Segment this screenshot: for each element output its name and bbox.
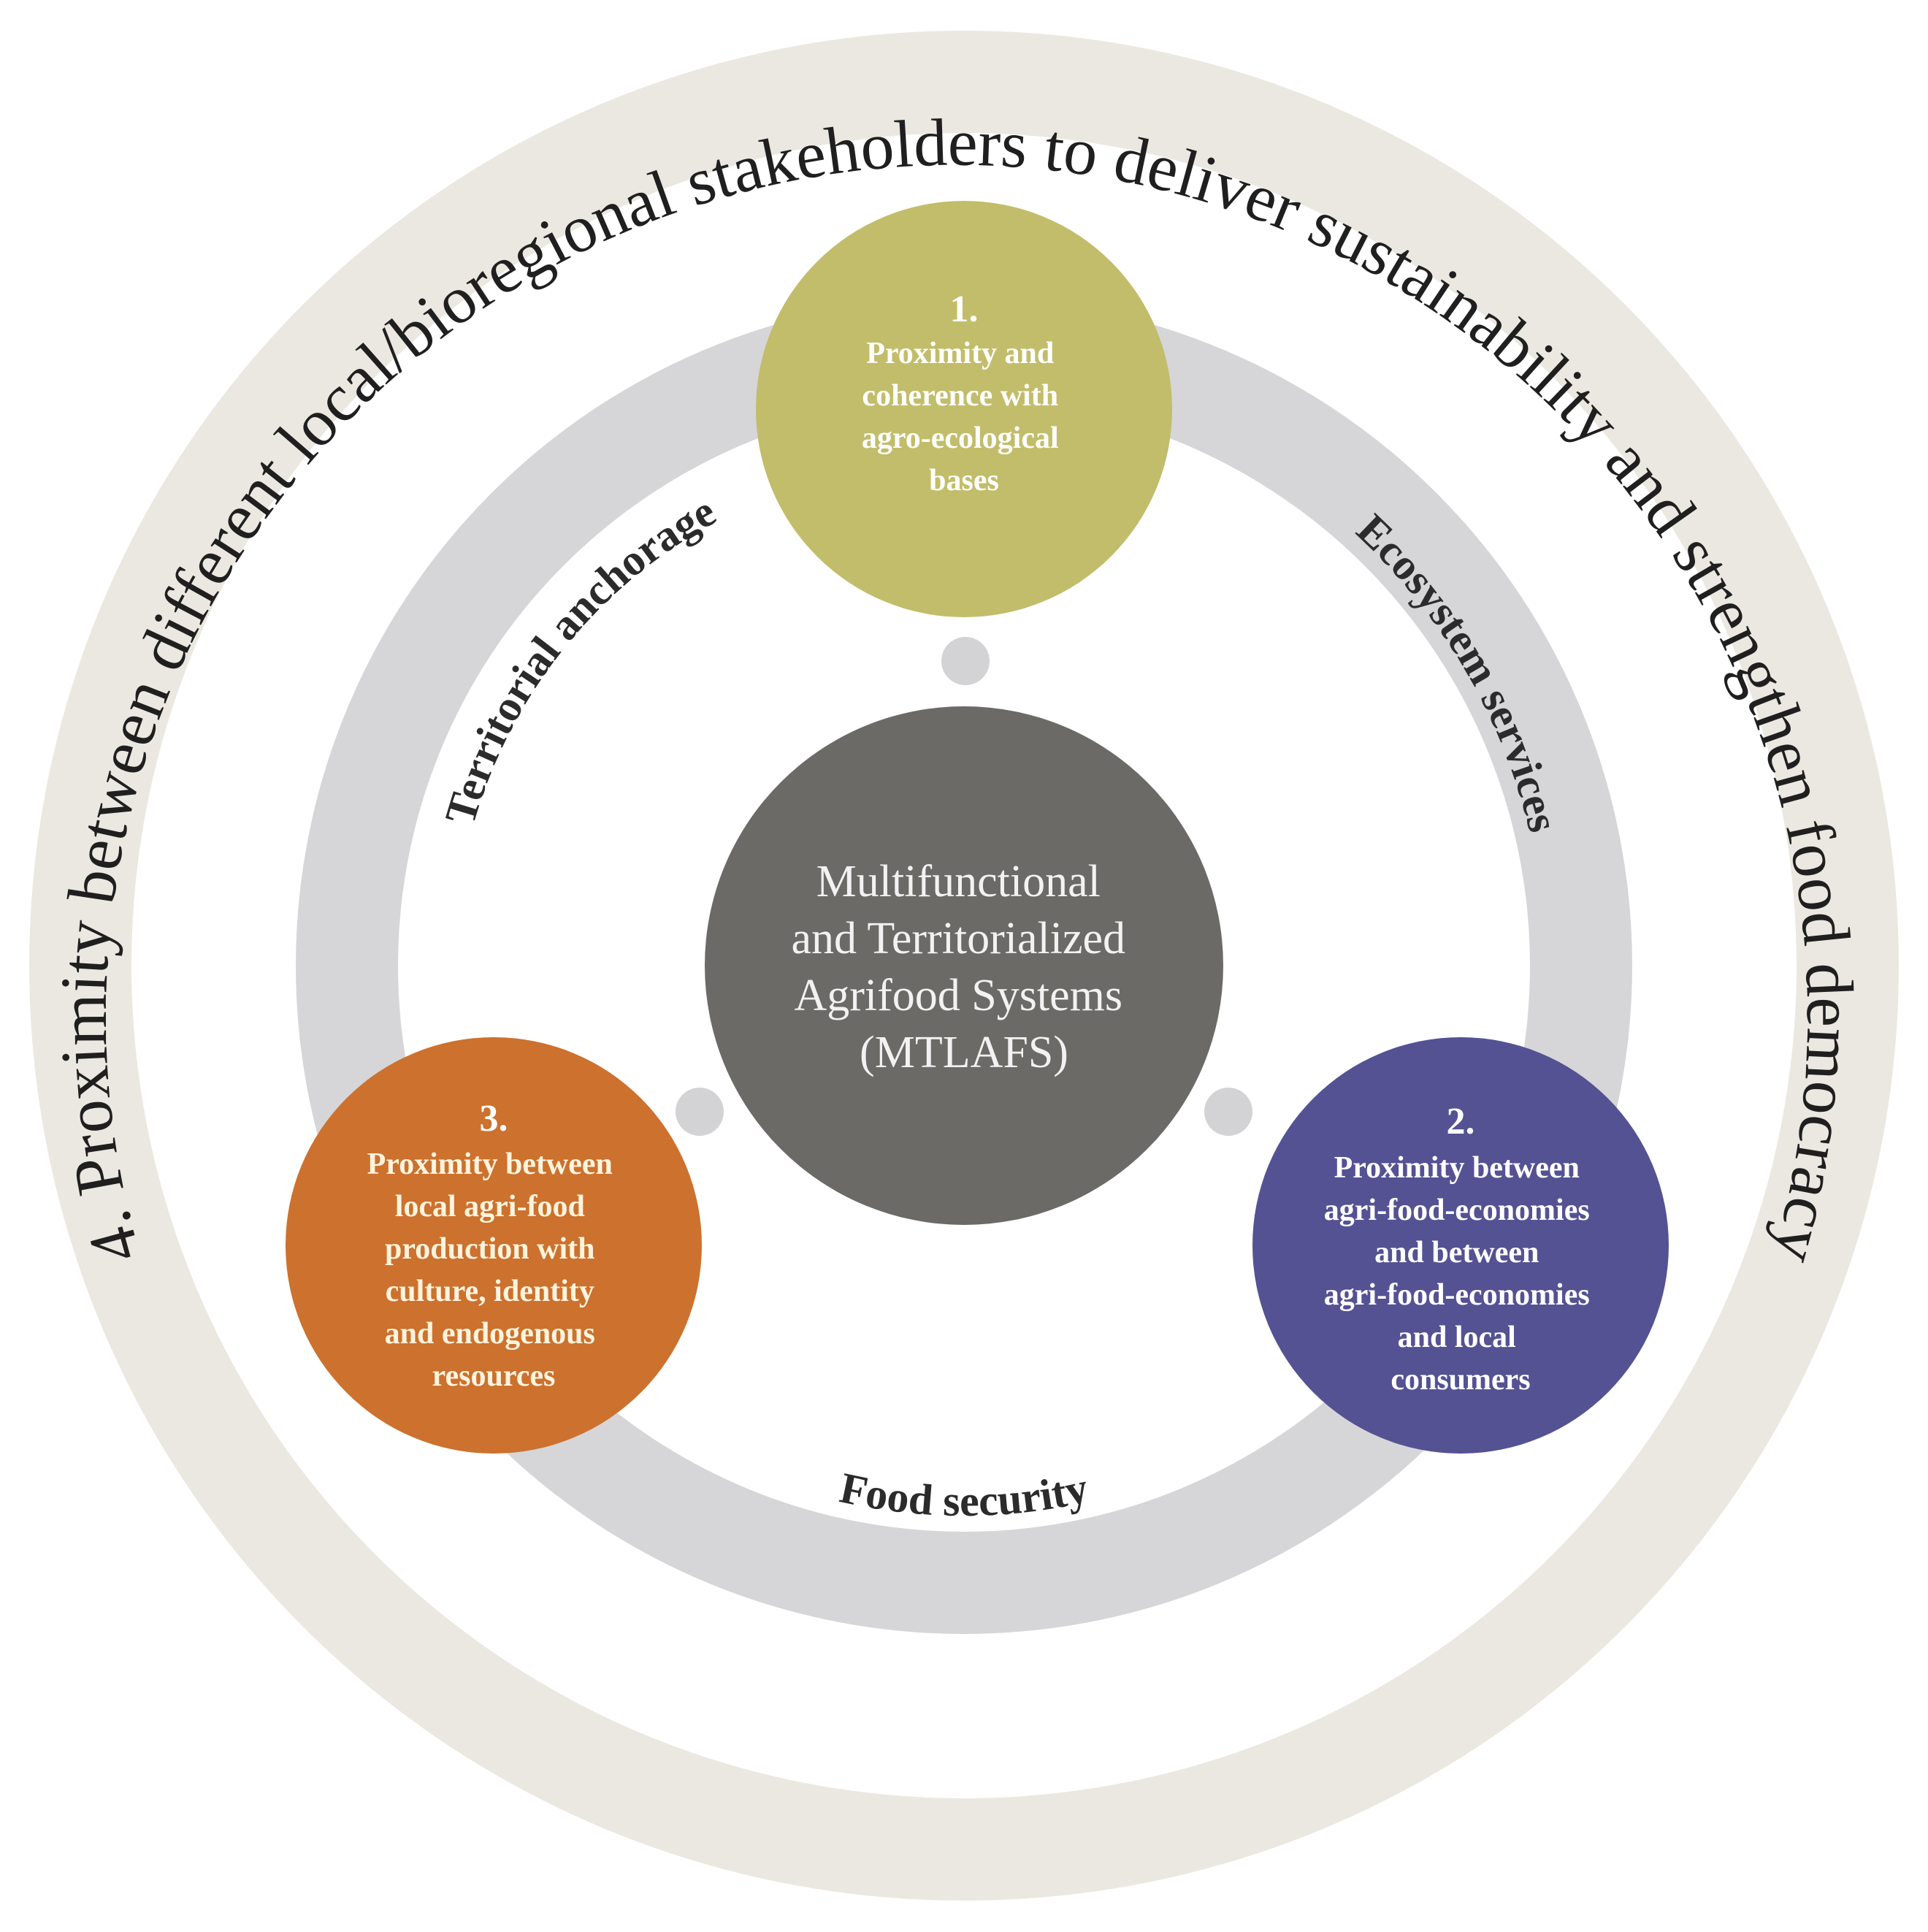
node-1-line: agro-ecological [862, 421, 1059, 455]
center-system: Multifunctional and Territorialized Agri… [705, 706, 1223, 1225]
node-2-line: agri-food-economies [1324, 1194, 1590, 1227]
node-agro-ecological: 1. Proximity and coherence with agro-eco… [756, 201, 1172, 617]
node-1-line: bases [929, 464, 999, 497]
node-agri-food-economies: 2. Proximity between agri-food-economies… [1252, 1037, 1669, 1454]
food-security-label: Food security [836, 1463, 1093, 1525]
node-1-line: Proximity and [866, 337, 1054, 370]
node-2-label: Proximity between agri-food-economies an… [1324, 1151, 1597, 1397]
node-3-line: local agri-food [395, 1190, 585, 1223]
node-2-line: consumers [1390, 1363, 1530, 1397]
node-1-circle [756, 201, 1172, 617]
center-line: and Territorialized [791, 914, 1125, 963]
node-3-line: production with [385, 1232, 594, 1266]
node-2-line: agri-food-economies [1324, 1278, 1590, 1312]
node-1-line: coherence with [862, 379, 1058, 413]
outer-ring [29, 31, 1899, 1901]
center-line: Agrifood Systems [795, 971, 1123, 1020]
node-2-number: 2. [1447, 1101, 1475, 1142]
center-line: Multifunctional [816, 857, 1101, 906]
node-2-line: and between [1374, 1236, 1539, 1269]
node-3-line: and endogenous [385, 1317, 595, 1351]
connector-dot-right [1204, 1088, 1252, 1136]
node-3-line: Proximity between [367, 1148, 613, 1181]
node-3-line: culture, identity [386, 1275, 594, 1308]
node-1-number: 1. [950, 289, 979, 330]
node-culture-identity: 3. Proximity between local agri-food pro… [286, 1037, 702, 1454]
node-3-line: resources [432, 1359, 556, 1393]
node-2-line: and local [1398, 1321, 1516, 1354]
connector-dot-top [941, 637, 990, 685]
svg-text:Food security: Food security [836, 1463, 1093, 1525]
center-label: Multifunctional and Territorialized Agri… [791, 857, 1136, 1077]
node-2-line: Proximity between [1334, 1151, 1580, 1185]
node-1-label: Proximity and coherence with agro-ecolog… [862, 337, 1066, 497]
connector-dot-left [676, 1088, 724, 1136]
center-circle [705, 706, 1223, 1225]
node-3-label: Proximity between local agri-food produc… [367, 1148, 621, 1393]
center-line: (MTLAFS) [860, 1028, 1068, 1077]
node-2-circle [1252, 1037, 1669, 1454]
node-3-number: 3. [480, 1098, 508, 1139]
node-3-circle [286, 1037, 702, 1454]
